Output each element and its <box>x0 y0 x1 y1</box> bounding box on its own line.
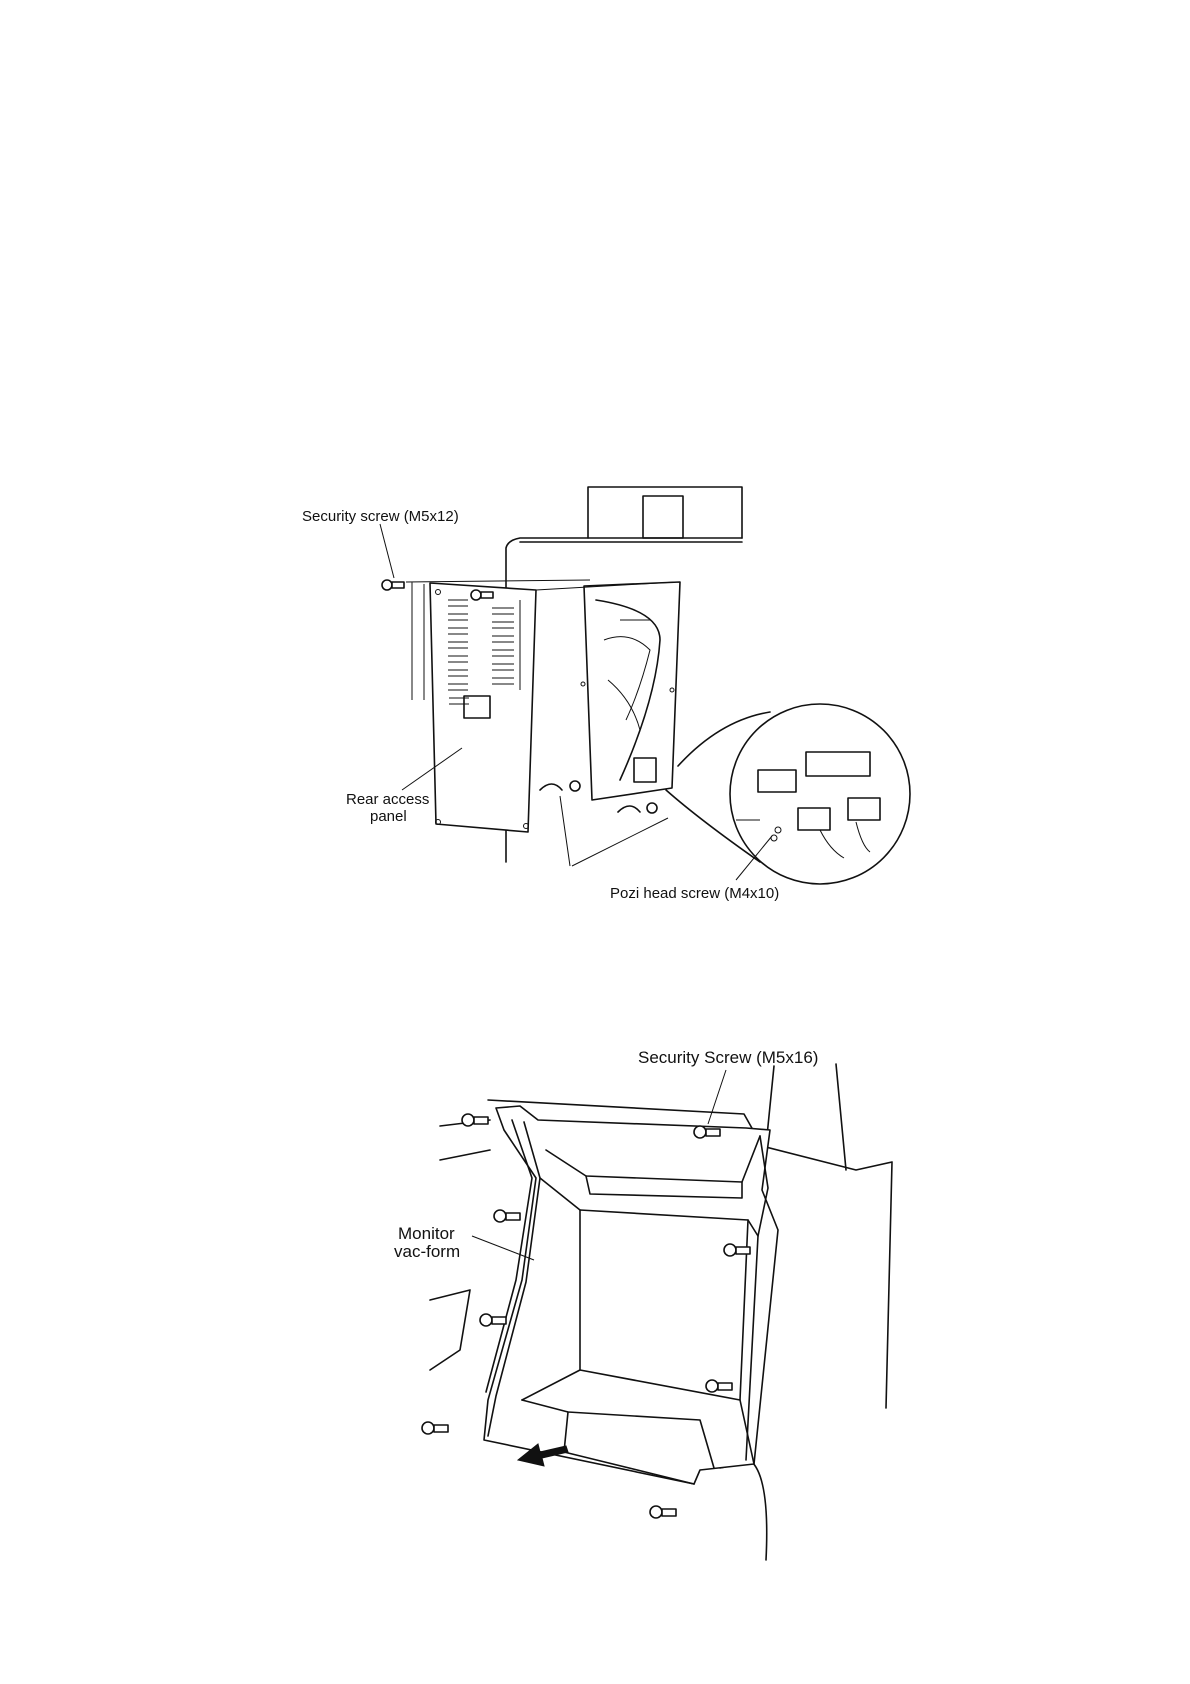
security-screw-icon <box>480 1314 506 1326</box>
connector-detail-inset <box>666 704 910 884</box>
security-screw-icon <box>422 1422 448 1434</box>
cabinet-body <box>506 487 742 862</box>
rear-access-panel <box>430 583 536 832</box>
pozi-head-screw-label: Pozi head screw (M4x10) <box>610 885 779 902</box>
security-screw-icon <box>650 1506 676 1518</box>
rear-access-panel-label: panel <box>370 808 407 825</box>
security-screw-label: Security screw (M5x12) <box>302 508 459 525</box>
security-screw-icon <box>382 580 404 590</box>
figure-rear-access-panel: Security screw (M5x12) Rear access panel… <box>302 487 910 902</box>
security-screw-icon <box>471 590 493 600</box>
security-screw-icon <box>462 1114 488 1126</box>
security-screw-icon <box>494 1210 520 1222</box>
monitor-vac-form-label: vac-form <box>394 1242 460 1261</box>
cabinet-opening <box>581 582 680 800</box>
rear-access-panel-label: Rear access <box>346 791 429 808</box>
pozi-head-screw-icon <box>540 781 657 813</box>
monitor-vac-form <box>484 1106 778 1484</box>
security-screw-label: Security Screw (M5x16) <box>638 1048 818 1067</box>
monitor-vac-form-label: Monitor <box>398 1224 455 1243</box>
figure-monitor-vacform: Security Screw (M5x16) Monitor vac-form <box>394 1048 892 1560</box>
